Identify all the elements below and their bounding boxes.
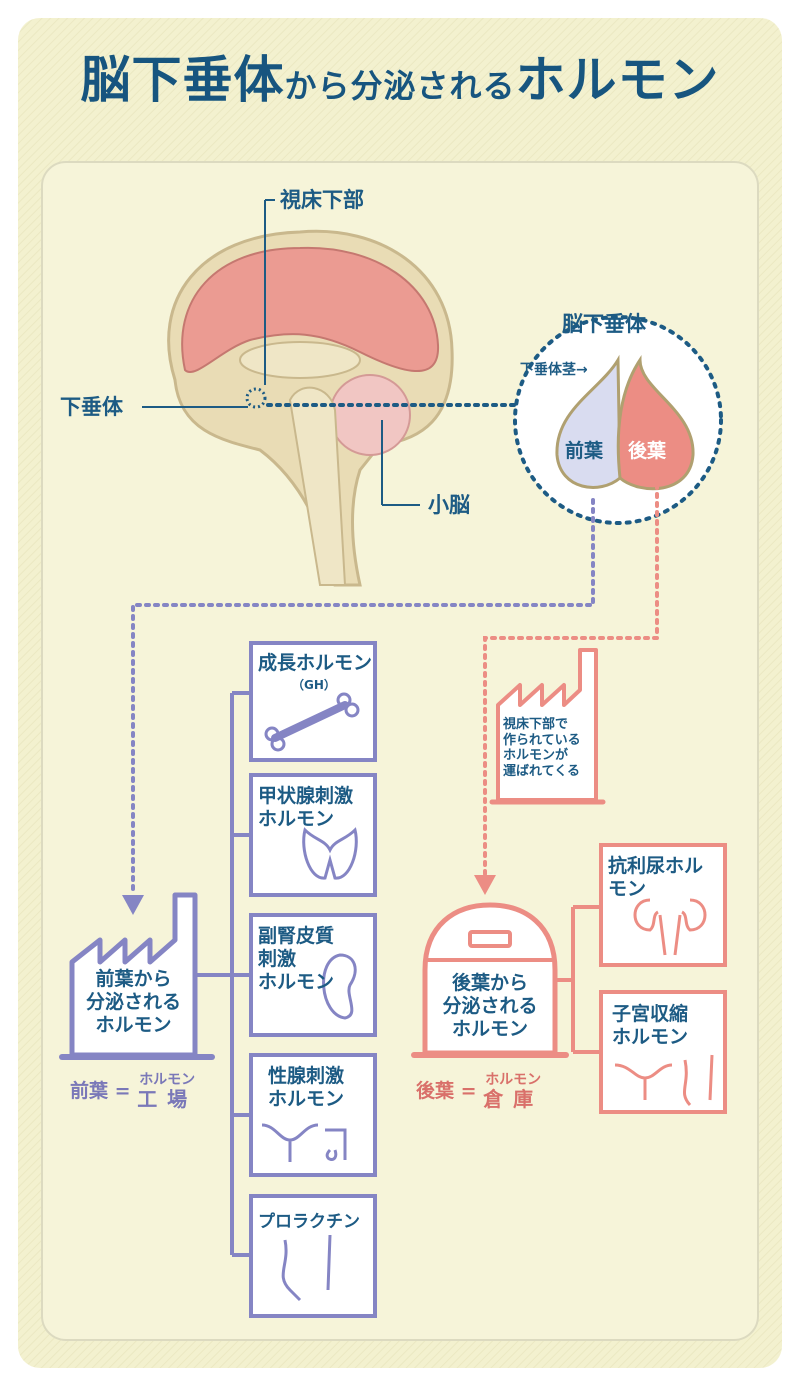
posterior-lobe — [616, 355, 695, 491]
thyroid-icon — [302, 827, 358, 880]
anterior-lobe — [555, 354, 622, 489]
cerebellum — [329, 374, 411, 456]
hormone-gh-sub: （GH） — [292, 678, 336, 692]
hormone-oxytocin-name: 子宮収縮 ホルモン — [612, 1003, 689, 1048]
gonad-icon — [261, 1123, 347, 1162]
hormone-acth-name: 副腎皮質 刺激 ホルモン — [258, 925, 335, 993]
uterus-breast-icon — [614, 1054, 714, 1107]
anterior-factory-label: 前葉から 分泌される ホルモン — [85, 968, 181, 1036]
bone-icon — [271, 701, 349, 742]
brain-illustration — [167, 229, 454, 587]
anterior-factory — [69, 892, 198, 1058]
label-pituitary: 下垂体 — [60, 395, 123, 419]
posterior-warehouse — [422, 902, 558, 1056]
posterior-equation: 後葉 = ホルモン倉庫 — [416, 1072, 544, 1112]
hypothalamus-note: 視床下部で 作られている ホルモンが 運ばれてくる — [503, 717, 581, 779]
label-cerebellum: 小脳 — [428, 493, 470, 517]
breast-icon — [281, 1234, 332, 1302]
kidney-icon — [322, 953, 357, 1020]
hormone-prolactin-name: プロラクチン — [258, 1212, 360, 1232]
box-tsh — [249, 773, 377, 897]
hormone-tsh-name: 甲状腺刺激 ホルモン — [258, 785, 354, 830]
label-stalk: 下垂体茎→ — [520, 362, 588, 378]
hormone-gh-name: 成長ホルモン — [258, 652, 373, 674]
label-hypothalamus: 視床下部 — [280, 188, 364, 212]
kidney-pair-icon — [633, 898, 707, 956]
box-gonadotropin — [249, 1053, 377, 1177]
page-title: 脳下垂体から分泌されるホルモン — [80, 51, 720, 109]
box-oxytocin — [599, 990, 727, 1114]
label-anterior: 前葉 — [565, 440, 604, 462]
box-prolactin — [249, 1194, 377, 1318]
anterior-equation: 前葉 = ホルモン工場 — [70, 1072, 198, 1112]
hormone-gonadotropin-name: 性腺刺激 ホルモン — [268, 1065, 345, 1110]
hormone-adh-name: 抗利尿ホル モン — [608, 855, 704, 900]
label-posterior: 後葉 — [628, 440, 667, 462]
hypothalamus-factory — [496, 648, 598, 802]
posterior-warehouse-label: 後葉から 分泌される ホルモン — [442, 972, 538, 1040]
pituitary-title: 脳下垂体 — [562, 312, 646, 336]
